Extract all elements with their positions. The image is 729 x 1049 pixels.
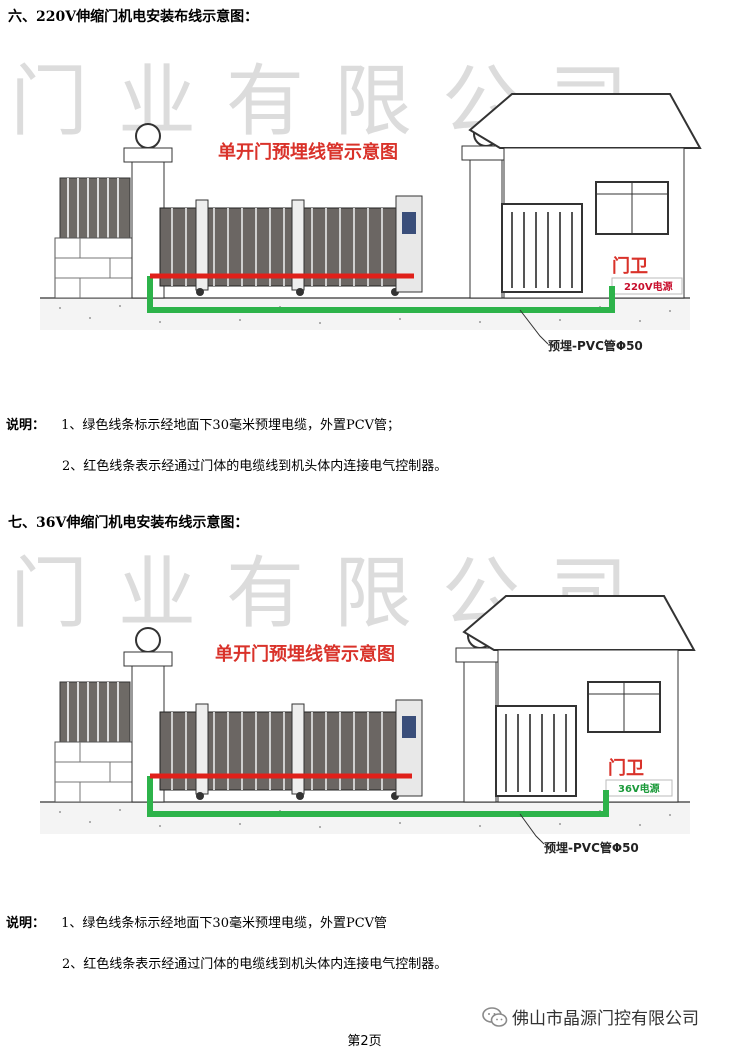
guard-label: 门卫 (612, 255, 648, 277)
left-fence (54, 681, 136, 803)
diagram-heading: 单开门预埋线管示意图 (218, 141, 398, 163)
footer-brand: 佛山市晶源门控有限公司 (512, 1009, 699, 1029)
buried-green-cable (147, 276, 615, 313)
power-label: 36V电源 (618, 782, 660, 795)
notes-label: 说明： (6, 418, 46, 433)
notes-1-item2: 2、红色线条表示经通过门体的电缆线到机头体内连接电气控制器。 (62, 459, 448, 474)
section-title-36v: 七、36V伸缩门机电安装布线示意图： (8, 515, 249, 531)
pipe-label: 预埋-PVC管Φ50 (548, 338, 643, 353)
wechat-icon (482, 1006, 508, 1027)
power-label: 220V电源 (624, 280, 673, 293)
guard-house (462, 595, 696, 803)
ground (40, 298, 690, 330)
guard-label: 门卫 (608, 757, 644, 779)
left-pillar (123, 123, 173, 299)
pipe-label: 预埋-PVC管Φ50 (544, 840, 639, 855)
notes-2-item2: 2、红色线条表示经通过门体的电缆线到机头体内连接电气控制器。 (62, 957, 448, 972)
retractable-gate (159, 195, 423, 296)
power-label-box (605, 779, 673, 797)
footer-brand-block: 佛山市晶源门控有限公司 (482, 1004, 699, 1029)
note-item: 1、绿色线条标示经地面下30毫米预埋电缆，外置PCV管 (61, 916, 388, 931)
wiring-diagram-220v: 门业有限公司 单开门预埋线管示意图 (10, 57, 702, 353)
retractable-gate (159, 699, 423, 800)
left-fence (54, 177, 136, 299)
note-item: 1、绿色线条标示经地面下30毫米预埋电缆，外置PCV管； (61, 418, 401, 433)
notes-label: 说明： (6, 916, 46, 931)
page-number: 第2页 (347, 1034, 382, 1049)
ground (40, 802, 690, 834)
section-title-220v: 六、220V伸缩门机电安装布线示意图： (8, 9, 259, 25)
notes-2-item1: 说明： 1、绿色线条标示经地面下30毫米预埋电缆，外置PCV管 (6, 912, 387, 931)
buried-green-cable (147, 776, 609, 817)
diagram-heading: 单开门预埋线管示意图 (215, 643, 395, 665)
wiring-diagram-36v: 门业有限公司 单开门预埋线管示意图 (10, 549, 696, 855)
guard-house (468, 93, 702, 299)
notes-1-item1: 说明： 1、绿色线条标示经地面下30毫米预埋电缆，外置PCV管； (6, 414, 400, 433)
